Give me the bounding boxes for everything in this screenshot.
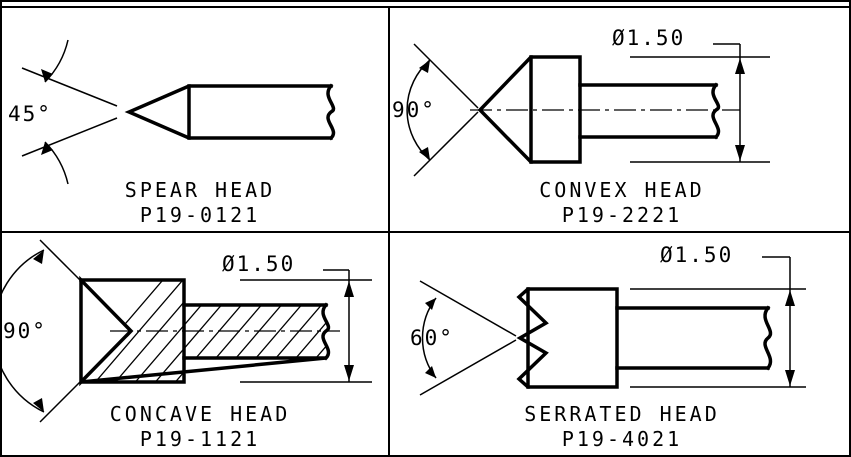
spear-head-part-number: P19-0121 xyxy=(140,203,260,227)
convex-head-part-number: P19-2221 xyxy=(562,203,682,227)
concave-diameter-label: Ø1.50 xyxy=(222,252,295,276)
convex-head-title: CONVEX HEAD xyxy=(539,178,704,202)
panel-spear-head: 45° SPEAR HEAD P19-0121 xyxy=(8,39,336,227)
convex-angle-dimension xyxy=(406,43,479,177)
serrated-head-part xyxy=(516,287,773,389)
serrated-head-part-number: P19-4021 xyxy=(562,427,682,451)
concave-head-title: CONCAVE HEAD xyxy=(110,402,291,426)
concave-angle-dimension xyxy=(0,239,81,423)
convex-head-part xyxy=(470,55,740,164)
spear-head-title: SPEAR HEAD xyxy=(125,178,275,202)
spear-angle-label: 45° xyxy=(8,102,52,126)
convex-diameter-label: Ø1.50 xyxy=(612,26,685,50)
convex-angle-label: 90° xyxy=(392,98,436,122)
spear-angle-dimension xyxy=(21,39,118,185)
panel-concave-head: Ø1.50 90° CONCAVE HEAD P19-1121 xyxy=(0,239,372,451)
convex-diameter-dimension xyxy=(630,43,770,163)
concave-diameter-dimension xyxy=(240,269,372,383)
serrated-head-title: SERRATED HEAD xyxy=(524,402,720,426)
spear-head-part xyxy=(124,83,336,141)
serrated-angle-label: 60° xyxy=(410,326,454,350)
concave-head-part xyxy=(79,278,340,384)
panel-convex-head: Ø1.50 90° CONVEX HEAD P19-2221 xyxy=(392,26,770,227)
serrated-angle-dimension xyxy=(419,280,517,396)
panel-serrated-head: Ø1.50 60° SERRATED HEAD P19-4021 xyxy=(410,243,806,451)
concave-cone-cavity xyxy=(79,275,134,387)
concave-head-part-number: P19-1121 xyxy=(140,427,260,451)
serrated-diameter-label: Ø1.50 xyxy=(660,243,733,267)
concave-angle-label: 90° xyxy=(3,319,47,343)
serrated-diameter-dimension xyxy=(630,256,806,388)
